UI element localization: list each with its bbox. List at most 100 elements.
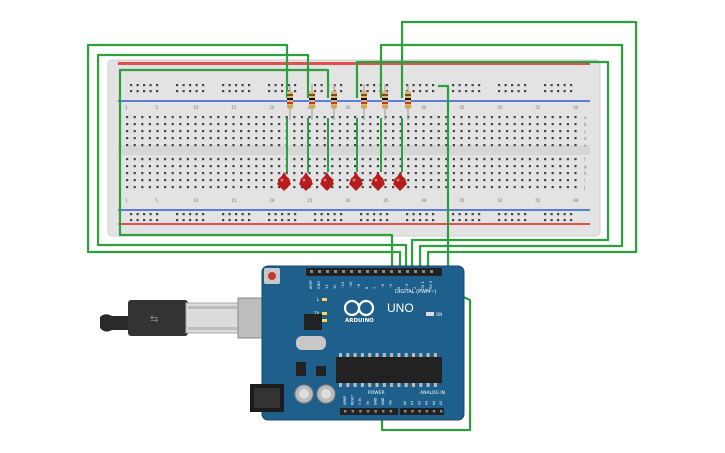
- led[interactable]: [299, 172, 313, 191]
- led[interactable]: [277, 172, 291, 191]
- digital-pin-label: RX 0: [429, 281, 433, 289]
- led[interactable]: [371, 172, 385, 191]
- bottom-column-number: 1: [125, 198, 128, 203]
- bottom-column-number: 55: [535, 198, 541, 203]
- bottom-column-number: 20: [269, 198, 275, 203]
- resistor[interactable]: [309, 84, 315, 120]
- analog-pin-label: A1: [410, 401, 414, 405]
- top-column-number: 1: [125, 105, 128, 110]
- jumper-wire[interactable]: [379, 43, 624, 272]
- analog-pin[interactable]: [418, 410, 421, 413]
- usb-cable[interactable]: ⇆: [100, 297, 273, 339]
- power-pin-label: 5V: [366, 400, 370, 405]
- analog-pin[interactable]: [404, 410, 407, 413]
- resistors[interactable]: [287, 84, 411, 120]
- top-column-number: 45: [459, 105, 465, 110]
- digital-pin-label: TX 1: [421, 281, 425, 290]
- bottom-column-number: 35: [383, 198, 389, 203]
- bottom-red-rail-line: [118, 223, 590, 225]
- analog-label: ANALOG IN: [420, 390, 445, 396]
- analog-pin[interactable]: [432, 410, 436, 413]
- digital-pin[interactable]: [334, 270, 337, 273]
- power-pin[interactable]: [374, 410, 377, 413]
- digital-pin[interactable]: [414, 270, 417, 273]
- digital-pin[interactable]: [318, 270, 321, 273]
- bottom-column-number: 40: [421, 198, 427, 203]
- digital-pin[interactable]: [382, 270, 385, 273]
- power-pin[interactable]: [366, 410, 370, 413]
- bottom-column-number: 60: [573, 198, 579, 203]
- digital-pin-label: 8: [365, 287, 369, 289]
- digital-pin[interactable]: [310, 270, 313, 273]
- row-letter: c: [584, 129, 586, 134]
- resistor[interactable]: [382, 84, 388, 120]
- digital-pin[interactable]: [326, 270, 329, 273]
- on-label: ON: [436, 312, 442, 317]
- analog-pin[interactable]: [425, 410, 429, 413]
- digital-pin[interactable]: [342, 270, 345, 273]
- digital-pin[interactable]: [406, 270, 409, 273]
- digital-pin-label: ~6: [381, 284, 385, 289]
- digital-pin-label: GND: [317, 281, 321, 289]
- resistor[interactable]: [405, 84, 411, 120]
- power-pin[interactable]: [351, 410, 355, 413]
- top-red-rail-line: [118, 62, 590, 65]
- led[interactable]: [349, 172, 363, 191]
- digital-pin-label: 4: [397, 286, 401, 289]
- row-letter: i: [584, 178, 585, 183]
- bottom-column-number: 15: [231, 198, 237, 203]
- row-letter: e: [584, 143, 587, 148]
- leds[interactable]: [277, 172, 407, 191]
- jumper-wire[interactable]: [118, 68, 394, 272]
- top-column-number: 50: [497, 105, 503, 110]
- analog-pin[interactable]: [411, 410, 414, 413]
- power-pin[interactable]: [344, 410, 347, 413]
- breadboard[interactable]: 1510152025303540455055601510152025303540…: [107, 59, 601, 237]
- row-letter: d: [584, 136, 587, 141]
- analog-pin[interactable]: [440, 410, 443, 413]
- digital-pin[interactable]: [374, 270, 377, 273]
- bottom-column-number: 50: [497, 198, 503, 203]
- digital-pin-label: ~11: [341, 282, 345, 289]
- jumper-wire[interactable]: [400, 20, 638, 272]
- resistor[interactable]: [361, 84, 367, 120]
- top-column-number: 15: [231, 105, 237, 110]
- power-label: POWER: [368, 390, 385, 396]
- digital-pin[interactable]: [358, 270, 361, 273]
- digital-pin[interactable]: [366, 270, 369, 273]
- digital-pin[interactable]: [350, 270, 353, 273]
- led[interactable]: [393, 172, 407, 191]
- model-text: UNO: [387, 301, 414, 315]
- reset-button[interactable]: [268, 272, 276, 280]
- digital-pin[interactable]: [422, 270, 425, 273]
- resistor[interactable]: [331, 84, 337, 120]
- usb-chip: [304, 314, 322, 330]
- jumper-wire[interactable]: [96, 53, 408, 272]
- digital-pin[interactable]: [398, 270, 401, 273]
- bottom-column-number: 30: [345, 198, 351, 203]
- digital-label: DIGITAL (PWM~): [395, 289, 437, 295]
- jumper-wire[interactable]: [380, 84, 472, 432]
- jumper-wire[interactable]: [86, 43, 402, 272]
- on-led: [426, 312, 434, 316]
- row-letter: b: [584, 122, 587, 127]
- power-pin[interactable]: [389, 410, 393, 413]
- resistor[interactable]: [287, 84, 293, 120]
- led[interactable]: [320, 172, 334, 191]
- digital-pin[interactable]: [390, 270, 393, 273]
- jumper-wires[interactable]: [86, 20, 638, 432]
- power-pin[interactable]: [359, 410, 362, 413]
- digital-pin-row: [310, 270, 433, 273]
- top-column-number: 20: [269, 105, 275, 110]
- digital-pin[interactable]: [430, 270, 433, 273]
- jumper-wire[interactable]: [355, 60, 610, 272]
- top-column-number: 40: [421, 105, 427, 110]
- digital-pin-label: ~3: [405, 284, 409, 289]
- power-pin[interactable]: [382, 410, 385, 413]
- chip-legs: [339, 353, 437, 387]
- row-letter: j: [583, 185, 585, 190]
- arduino-logo: ARDUINO: [343, 299, 374, 324]
